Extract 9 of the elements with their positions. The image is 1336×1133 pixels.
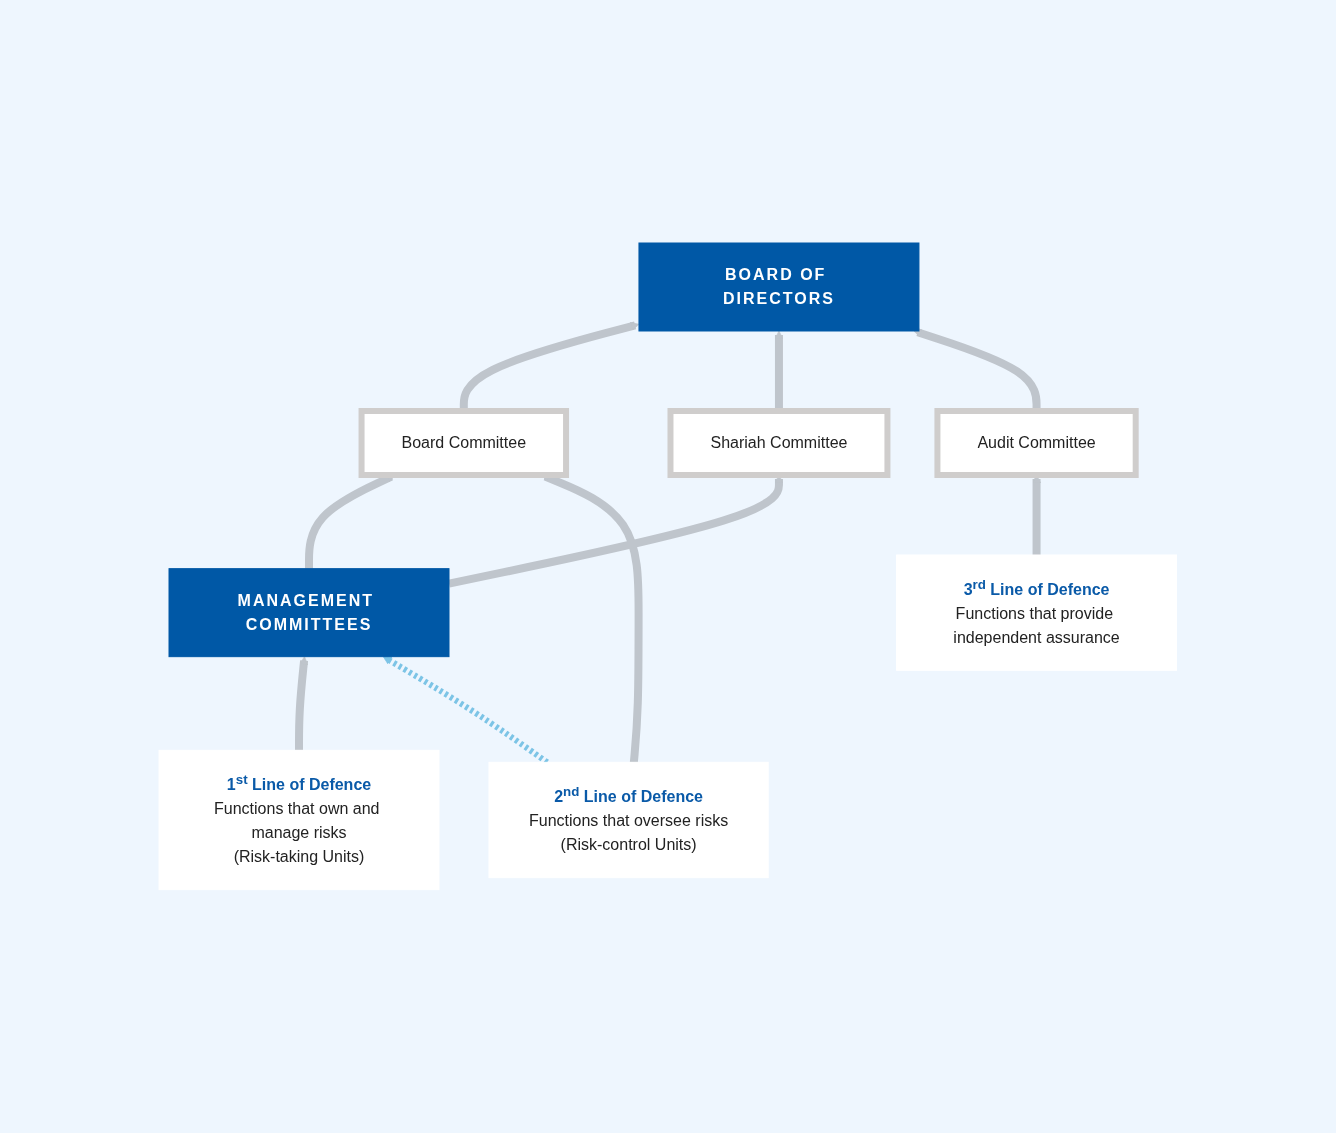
arrow xyxy=(295,656,309,751)
node-box: 3$^{rd}$ Line of Defence Functions that provide independent assurance xyxy=(896,554,1178,671)
node-box: Audit Committee xyxy=(934,408,1139,479)
node-box: MANAGEMENT COMMITTEES xyxy=(168,568,450,658)
node-box: 1$^{st}$ Line of Defence Functions that own and manage risks (Risk-taking Units) xyxy=(158,750,440,891)
node-box: Shariah Committee xyxy=(667,408,891,479)
node-box: 2$^{nd}$ Line of Defence Functions that oversee risks (Risk-control Units) xyxy=(488,762,769,879)
node-box: BOARD OF DIRECTORS xyxy=(638,242,920,332)
node-box: Board Committee xyxy=(358,408,570,479)
